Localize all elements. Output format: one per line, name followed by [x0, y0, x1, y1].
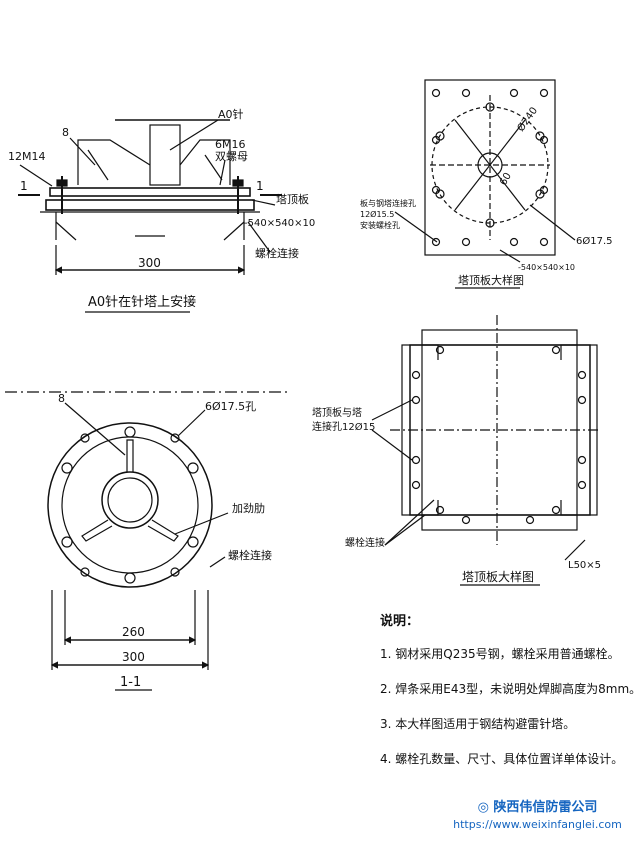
- note-item-1: 1. 钢材采用Q235号钢，螺栓采用普通螺栓。: [380, 647, 620, 661]
- angle-60-label: 60: [498, 171, 514, 188]
- elevation-drawing: [18, 119, 282, 313]
- dim-260: 260: [122, 625, 145, 639]
- plate-size-label-2: -540×540×10: [518, 263, 575, 272]
- tower-plate-drawing: [371, 315, 600, 586]
- note-item-2: 2. 焊条采用E43型，未说明处焊脚高度为8mm。: [380, 682, 640, 696]
- plate-detail-title: 塔顶板大样图: [458, 273, 524, 287]
- dim-300-section: 300: [122, 650, 145, 664]
- weld-size-label: 8: [62, 126, 69, 139]
- bolt-left-label: 12M14: [8, 150, 46, 163]
- left-gusset: [77, 139, 151, 185]
- tower-conn-label-1: 塔顶板与塔: [312, 406, 362, 419]
- section-title: 1-1: [120, 675, 141, 690]
- notes-heading: 说明：: [380, 614, 420, 629]
- section-mark-left: 1: [20, 179, 28, 193]
- double-nut-label: 双螺母: [215, 150, 248, 163]
- needle-label: A0针: [218, 107, 244, 121]
- company-watermark: ◎ 陕西伟信防雷公司 https://www.weixinfanglei.com: [440, 796, 635, 831]
- right-gusset: [179, 139, 231, 185]
- hole-note-1: 板与钢塔连接孔: [360, 198, 416, 208]
- note-item-3: 3. 本大样图适用于钢结构避雷针塔。: [380, 717, 576, 731]
- hole-note-2: 12Ø15.5: [360, 209, 394, 219]
- top-plate-label: 塔顶板: [276, 192, 309, 206]
- angle-size-label: L50×5: [568, 560, 601, 571]
- hole-count-label: 6Ø17.5: [576, 235, 613, 247]
- inner-flange: [61, 436, 199, 574]
- top-plate: [45, 199, 255, 211]
- section-holes-label: 6Ø17.5孔: [205, 400, 256, 413]
- notes-block: 说明： 1. 钢材采用Q235号钢，螺栓采用普通螺栓。 2. 焊条采用E43型，…: [380, 614, 640, 788]
- tower-top-plate: [421, 329, 578, 531]
- hole-note-3: 安装螺栓孔: [360, 220, 400, 230]
- needle-tube-section: [101, 471, 159, 529]
- needle-tube: [149, 124, 181, 186]
- company-name: ◎ 陕西伟信防雷公司: [477, 800, 598, 815]
- section-bolt-conn-label: 螺栓连接: [228, 548, 272, 562]
- section-weld-label: 8: [58, 392, 65, 405]
- tower-plate-title: 塔顶板大样图: [462, 569, 534, 584]
- plate-detail-drawing: [394, 79, 576, 289]
- note-item-4: 4. 螺栓孔数量、尺寸、具体位置详单体设计。: [380, 752, 624, 766]
- square-plate: [424, 79, 556, 256]
- tower-bolt-conn-label: 螺栓连接: [345, 536, 385, 549]
- dim-300-top: 300: [138, 256, 161, 270]
- outer-flange: [47, 422, 213, 588]
- section-mark-right: 1: [256, 179, 264, 193]
- stiffener-label: 加劲肋: [232, 501, 265, 515]
- section-drawing: [5, 391, 290, 691]
- tower-conn-label-2: 连接孔12Ø15: [312, 420, 375, 433]
- plate-size-label: -540×540×10: [244, 218, 315, 229]
- base-flange: [49, 187, 251, 197]
- company-url[interactable]: https://www.weixinfanglei.com: [453, 818, 622, 831]
- elevation-title: A0针在针塔上安接: [88, 294, 196, 310]
- bolt-conn-label: 螺栓连接: [255, 246, 299, 260]
- bolt-right-label: 6M16: [215, 138, 246, 151]
